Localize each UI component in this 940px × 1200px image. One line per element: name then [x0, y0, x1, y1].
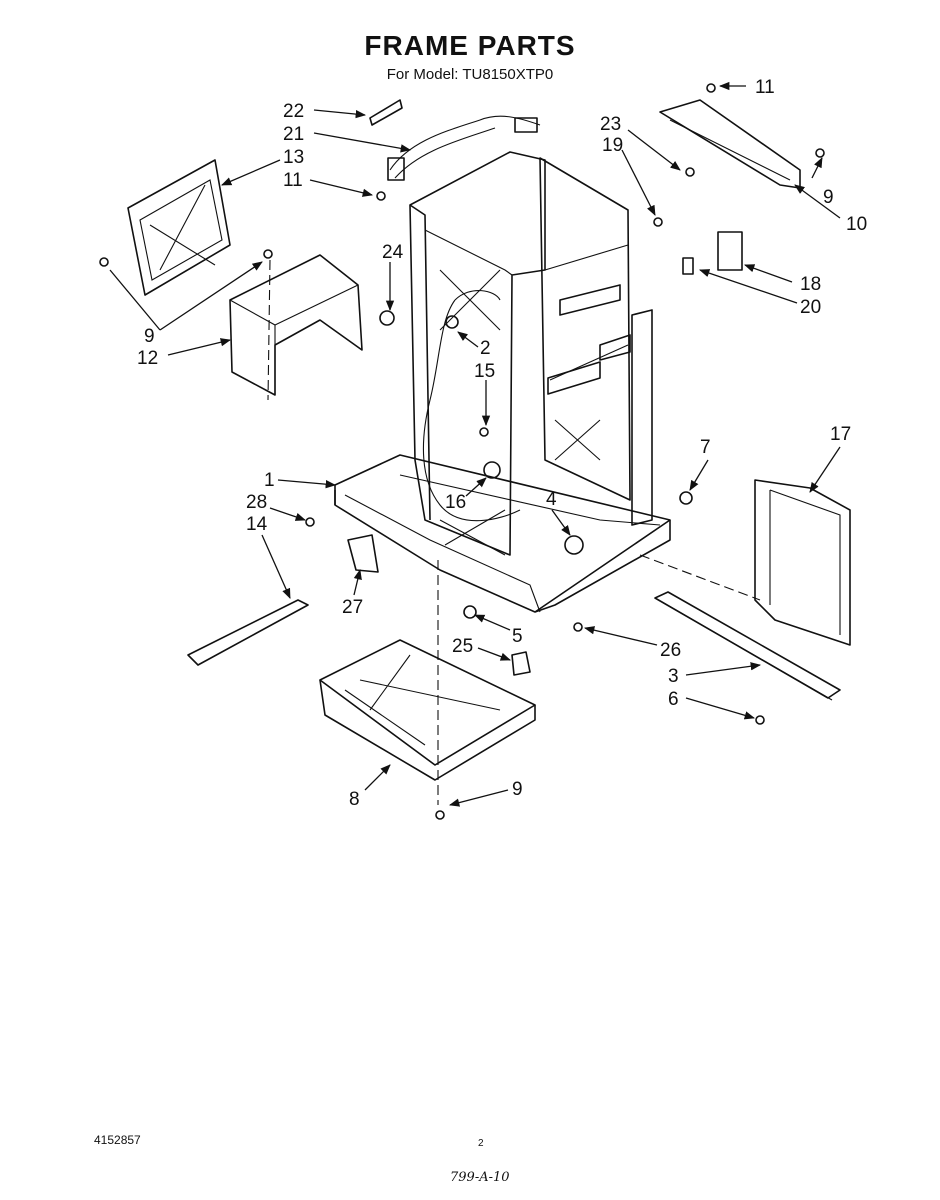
- callout-12: 12: [137, 348, 158, 369]
- part-17-panel: [754, 479, 851, 646]
- callout-11-top: 11: [755, 77, 775, 98]
- callout-11-left: 11: [283, 170, 303, 191]
- part-25-clamp: [511, 651, 531, 676]
- callout-9-bottom: 9: [512, 779, 523, 800]
- model-subtitle: For Model: TU8150XTP0: [386, 66, 554, 83]
- callout-19: 19: [602, 135, 623, 156]
- callout-27: 27: [342, 597, 363, 618]
- callout-22: 22: [283, 101, 304, 122]
- part-27-bracket: [347, 534, 379, 573]
- callout-labels: 11 22 21 13 11 23 19 9 10 24 18 20 9 12 …: [137, 77, 867, 810]
- callout-7: 7: [700, 437, 711, 458]
- callout-17: 17: [830, 424, 851, 445]
- callout-20: 20: [800, 297, 821, 318]
- part-12-shroud: [229, 254, 363, 396]
- callout-9-right: 9: [823, 187, 834, 208]
- callout-18: 18: [800, 274, 821, 295]
- part-8-base-pan: [319, 639, 536, 781]
- callout-15: 15: [474, 361, 495, 382]
- part-21-cord: [387, 115, 541, 181]
- callout-4: 4: [546, 489, 557, 510]
- part-18-relay: [682, 231, 743, 275]
- callout-2: 2: [480, 338, 491, 359]
- callout-28: 28: [246, 492, 267, 513]
- callout-21: 21: [283, 124, 304, 145]
- callout-23: 23: [600, 114, 621, 135]
- page-title: FRAME PARTS: [364, 30, 576, 61]
- part-10-bracket: [659, 99, 801, 189]
- callout-5: 5: [512, 626, 523, 647]
- callout-leaders: [109, 81, 841, 807]
- callout-16: 16: [445, 492, 466, 513]
- callout-14: 14: [246, 514, 268, 535]
- part-14-strip: [187, 599, 309, 666]
- callout-26: 26: [660, 640, 681, 661]
- part-22-clip: [369, 99, 403, 126]
- callout-10: 10: [846, 214, 867, 235]
- part-3-rail: [654, 591, 841, 701]
- callout-9-left: 9: [144, 326, 155, 347]
- callout-1: 1: [264, 470, 275, 491]
- handwritten-code: 799-A-10: [450, 1170, 510, 1185]
- callout-13: 13: [283, 147, 304, 168]
- callout-6: 6: [668, 689, 679, 710]
- callout-3: 3: [668, 666, 679, 687]
- callout-24: 24: [382, 242, 404, 263]
- callout-8: 8: [349, 789, 360, 810]
- page-mark: 2: [478, 1138, 484, 1149]
- cabinet-frame: [334, 151, 671, 613]
- document-number: 4152857: [94, 1133, 141, 1147]
- callout-25: 25: [452, 636, 473, 657]
- fasteners: [99, 83, 825, 820]
- part-13-grille: [127, 159, 231, 296]
